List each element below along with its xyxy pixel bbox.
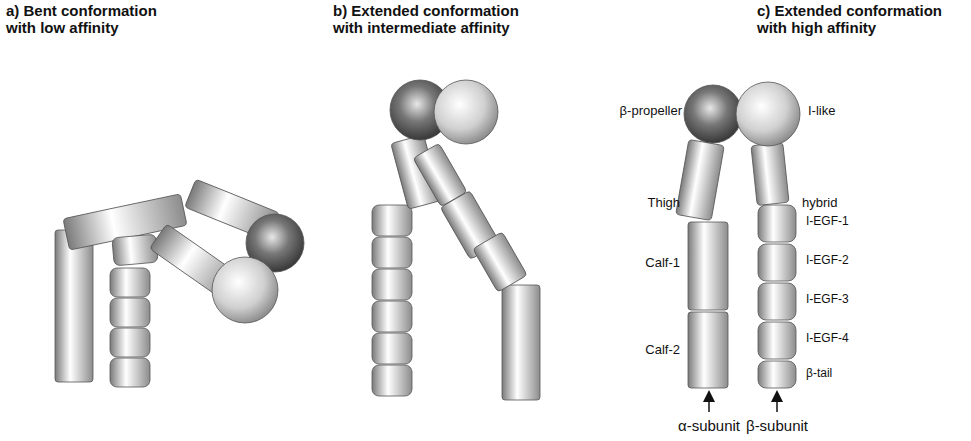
i-like-sphere — [736, 82, 800, 146]
egf-segment — [110, 328, 150, 357]
egf-segment — [758, 205, 796, 242]
domain-label: β-tail — [806, 367, 832, 381]
domain-label: hybrid — [802, 196, 837, 211]
subunit-label: β-subunit — [746, 417, 808, 434]
domain-label: I-EGF-4 — [806, 332, 849, 346]
egf-segment — [110, 268, 150, 297]
calf-cylinder — [55, 230, 93, 382]
panel-title: b) Extended conformation with intermedia… — [333, 2, 538, 37]
domain-label: I-EGF-1 — [806, 215, 849, 229]
subunit-arrow — [708, 396, 710, 412]
domain-label: I-EGF-2 — [806, 254, 849, 268]
egf-segment — [758, 244, 796, 281]
egf-segment — [112, 234, 158, 266]
egf-segment — [110, 358, 150, 387]
subunit-label: α-subunit — [678, 417, 740, 434]
panel-title: c) Extended conformation with high affin… — [757, 2, 965, 37]
subunit-arrow — [776, 396, 778, 412]
calf-cylinder — [473, 232, 527, 292]
panel-title: a) Bent conformation with low affinity — [6, 2, 178, 37]
i-like-sphere — [434, 80, 498, 144]
hybrid-cylinder — [751, 142, 789, 205]
i-like-sphere — [212, 257, 278, 323]
domain-label: β-propeller — [620, 104, 682, 119]
egf-segment — [372, 205, 412, 236]
egf-segment — [110, 298, 150, 327]
egf-segment — [372, 237, 412, 268]
egf-segment — [372, 365, 412, 396]
domain-label: Thigh — [647, 196, 680, 211]
calf1-cylinder — [688, 222, 728, 310]
egf-segment — [372, 333, 412, 364]
domain-label: Calf-2 — [645, 343, 680, 358]
egf-segment — [758, 322, 796, 359]
domain-label: I-EGF-3 — [806, 293, 849, 307]
domain-label: I-like — [808, 104, 835, 119]
calf-cylinder — [502, 285, 540, 400]
beta-tail-segment — [758, 361, 796, 388]
domain-label: Calf-1 — [645, 256, 680, 271]
thigh-cylinder — [413, 143, 467, 206]
calf2-cylinder — [688, 312, 728, 388]
propeller-sphere — [684, 85, 742, 143]
egf-segment — [758, 283, 796, 320]
thigh-cylinder — [676, 139, 725, 220]
egf-segment — [372, 301, 412, 332]
egf-segment — [372, 269, 412, 300]
